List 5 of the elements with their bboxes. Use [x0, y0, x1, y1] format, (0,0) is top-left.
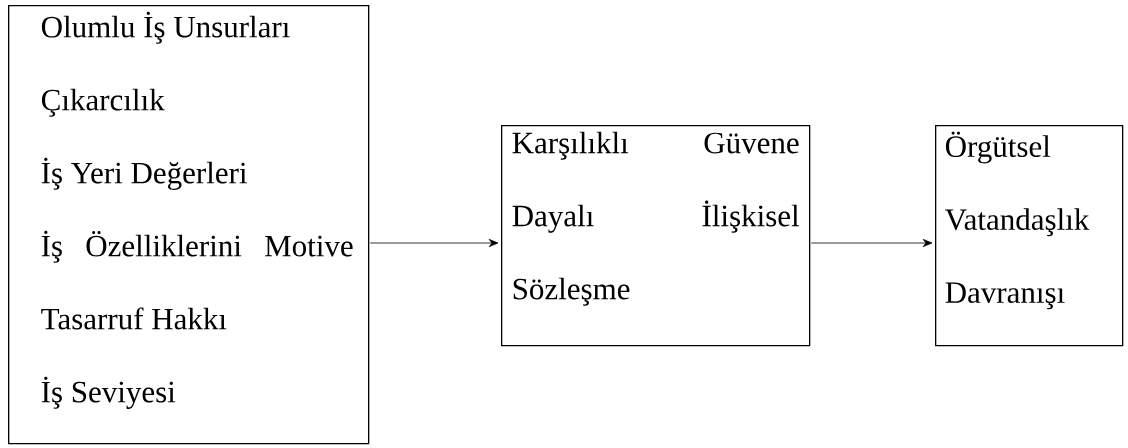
arrow — [369, 239, 499, 247]
process-box: Örgütsel Vatandaşlık Davranışı — [935, 125, 1124, 347]
process-box: Karşılıklı Güvene Dayalı İlişkisel Sözleşme — [501, 125, 811, 347]
process-box: Olumlu İş Unsurları Çıkarcılık İş Yeri Değerleri İş Özelliklerini Motive Tasarruf Hakkı İş Seviyesi — [8, 5, 370, 445]
arrow — [810, 239, 933, 247]
